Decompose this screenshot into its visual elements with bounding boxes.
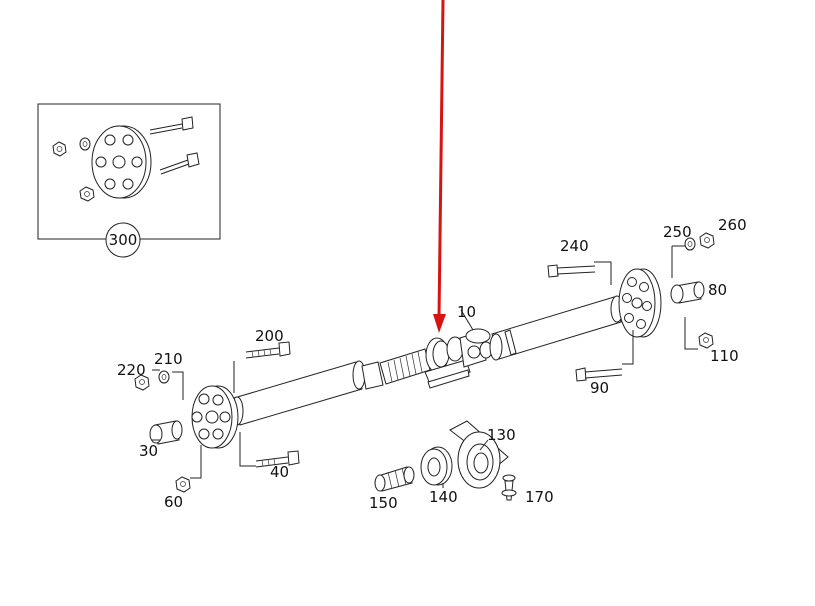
label-200: 200: [255, 327, 284, 345]
label-130: 130: [487, 426, 516, 444]
label-240: 240: [560, 237, 589, 255]
label-90: 90: [590, 379, 609, 397]
part-130-center-support: [449, 420, 509, 489]
label-60: 60: [164, 493, 183, 511]
label-300: 300: [109, 231, 138, 249]
inset-nut-bottom: [79, 186, 95, 202]
part-40-bolt: [255, 450, 300, 468]
part-30-bushing: [149, 420, 183, 445]
part-210-washer: [158, 370, 170, 384]
part-170-screw: [501, 474, 517, 501]
part-250-washer: [684, 237, 696, 251]
inset-washer: [79, 137, 91, 151]
part-90-bolt: [575, 367, 623, 382]
leader-lines: [152, 245, 698, 488]
label-40: 40: [270, 463, 289, 481]
inset-flex-disc: [91, 125, 152, 199]
part-110-nut: [698, 332, 714, 349]
label-250: 250: [663, 223, 692, 241]
part-260-nut: [699, 232, 715, 249]
label-170: 170: [525, 488, 554, 506]
label-80: 80: [708, 281, 727, 299]
front-flex-disc: [618, 268, 662, 338]
label-140: 140: [429, 488, 458, 506]
label-220: 220: [117, 361, 146, 379]
callout-300: 300: [105, 222, 141, 258]
part-200-bolt: [245, 341, 291, 359]
inset-nut-left: [52, 141, 67, 157]
part-220-nut: [134, 374, 150, 391]
part-60-nut: [175, 476, 191, 493]
part-150-boot: [374, 466, 415, 492]
label-30: 30: [139, 442, 158, 460]
driveshaft-assembly: [230, 295, 624, 426]
inset-bolt-top: [149, 116, 194, 135]
part-240-bolt: [547, 264, 596, 278]
label-260: 260: [718, 216, 747, 234]
part-140-bearing: [420, 446, 453, 486]
label-110: 110: [710, 347, 739, 365]
part-labels: 10 30 40 60 80 90 110 130 140 150 170 20…: [117, 216, 747, 512]
rear-flex-disc: [191, 385, 239, 449]
inset-bolt-middle: [159, 152, 200, 175]
inset-kit-300: 300: [37, 103, 221, 258]
red-indicator-arrow: [433, 0, 446, 333]
part-80-bushing: [670, 281, 705, 304]
label-150: 150: [369, 494, 398, 512]
label-10: 10: [457, 303, 476, 321]
label-210: 210: [154, 350, 183, 368]
